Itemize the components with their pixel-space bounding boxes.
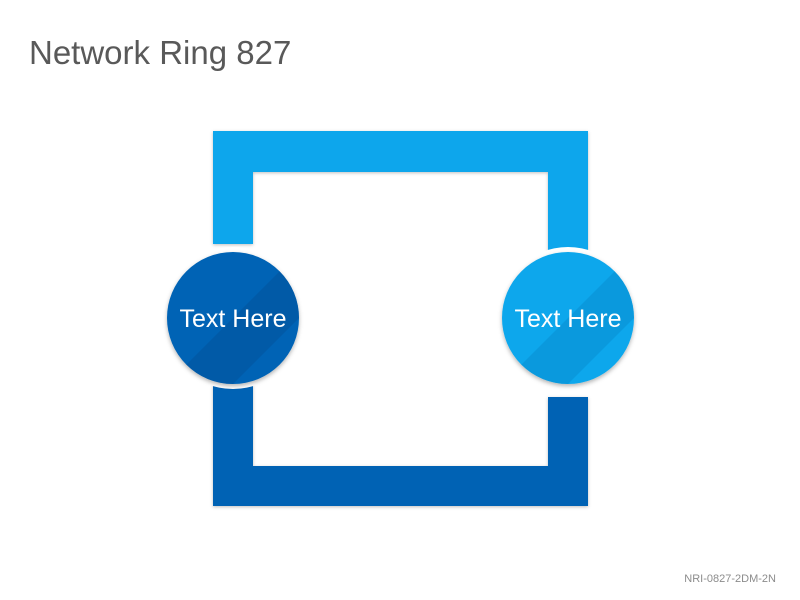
node-right: Text Here	[497, 247, 639, 389]
ring-segment-bottom	[213, 385, 588, 506]
node-left: Text Here	[162, 247, 304, 389]
ring-segment-top	[213, 131, 588, 255]
footer-code: NRI-0827-2DM-2N	[684, 573, 776, 585]
node-right-label: Text Here	[515, 305, 622, 333]
page-title: Network Ring 827	[29, 34, 292, 71]
node-left-label: Text Here	[180, 305, 287, 333]
